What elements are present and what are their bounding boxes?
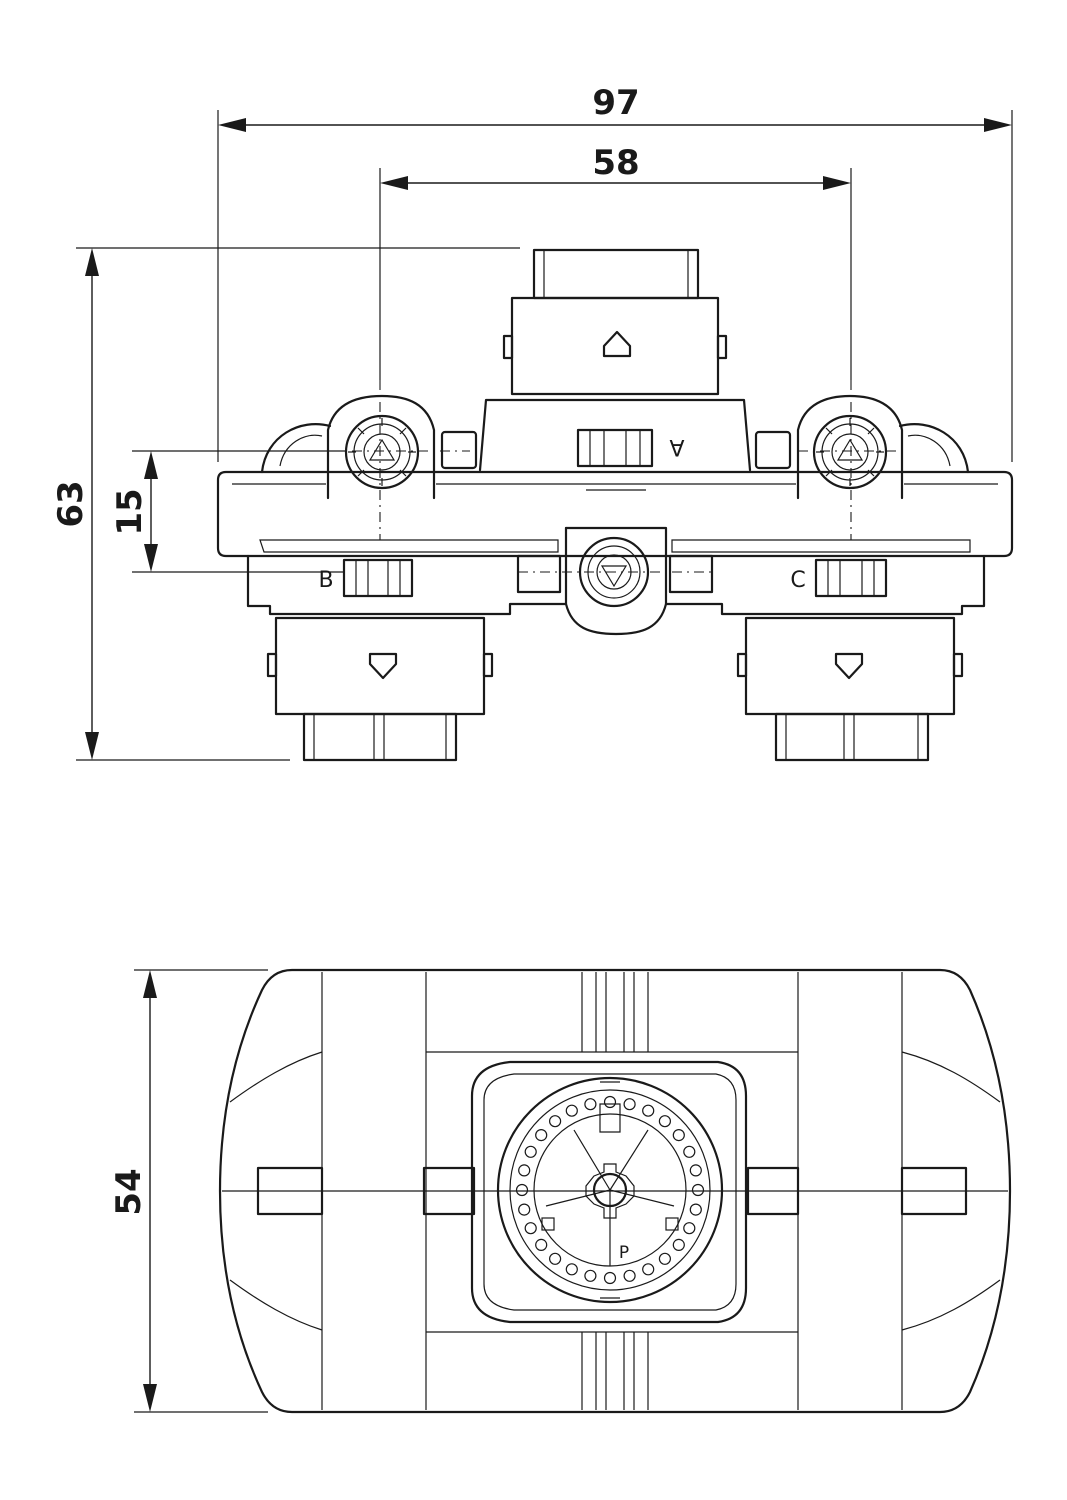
top-view: P xyxy=(218,968,1012,1414)
right-ear xyxy=(898,423,970,474)
dial-hole xyxy=(658,1252,672,1265)
dimension-label-58: 58 xyxy=(592,143,639,183)
dial-hole xyxy=(535,1128,548,1142)
dial-hole xyxy=(524,1222,537,1235)
dial-hole xyxy=(623,1098,636,1111)
right-adjust-knob xyxy=(812,414,888,490)
port-label-p: P xyxy=(619,1243,629,1263)
dial-hole xyxy=(672,1238,685,1252)
dimension-pitch: 58 xyxy=(379,143,852,380)
port-a-slot xyxy=(576,428,654,468)
right-knob-ticks xyxy=(816,418,884,486)
dial-hole xyxy=(689,1164,702,1177)
dial-holes xyxy=(515,1095,705,1285)
dial-hole xyxy=(518,1164,531,1177)
dimension-overall-width: 97 xyxy=(217,83,1013,462)
left-adjust-knob xyxy=(344,414,420,490)
port-b-slot xyxy=(342,558,414,598)
dimension-label-97: 97 xyxy=(592,83,639,123)
dial-hole xyxy=(565,1263,578,1276)
dial-hole xyxy=(672,1128,685,1142)
port-c-slot xyxy=(814,558,888,598)
left-lower-actuator xyxy=(274,616,486,716)
dial-hole xyxy=(603,1095,617,1109)
lower-body xyxy=(246,554,986,636)
port-label-c: C xyxy=(790,568,805,593)
dimension-height: 63 xyxy=(51,247,520,761)
top-view-outline xyxy=(218,968,1012,1414)
dial-hole xyxy=(565,1104,578,1117)
dial-hole xyxy=(689,1203,702,1216)
right-knob-housing xyxy=(796,394,904,500)
arrow-down-marker-icon xyxy=(368,652,398,680)
dimension-label-54: 54 xyxy=(109,1168,149,1215)
dial-hole xyxy=(524,1145,537,1158)
right-lower-actuator xyxy=(744,616,956,716)
center-dial xyxy=(496,1076,724,1304)
dimension-offset: 15 xyxy=(110,450,345,573)
dial-hole xyxy=(515,1183,529,1197)
dimension-label-15: 15 xyxy=(110,488,150,535)
dial-hole xyxy=(683,1222,696,1235)
center-adjust-knob xyxy=(578,536,650,608)
dial-hole xyxy=(642,1263,655,1276)
dial-hole xyxy=(584,1269,597,1282)
main-flange xyxy=(216,470,1014,558)
dial-hole xyxy=(584,1098,597,1111)
dial-hole xyxy=(518,1203,531,1216)
left-knob-ticks xyxy=(348,418,416,486)
bottom-ribs xyxy=(581,1332,649,1410)
central-housing xyxy=(478,398,752,472)
port-label-b: B xyxy=(318,568,333,593)
center-port-housing xyxy=(470,1060,748,1324)
top-actuator-body xyxy=(510,296,720,396)
dial-hole xyxy=(683,1145,696,1158)
dial-hole xyxy=(548,1252,562,1265)
dial-hole xyxy=(658,1115,672,1128)
dial-hole xyxy=(603,1271,617,1285)
triangle-port-icon xyxy=(368,438,396,461)
dial-hole xyxy=(535,1238,548,1252)
dial-hole xyxy=(642,1104,655,1117)
dimension-label-63: 63 xyxy=(51,480,91,527)
dial-hole xyxy=(691,1183,705,1197)
left-ear xyxy=(260,423,332,474)
top-actuator-cap xyxy=(532,248,700,300)
front-view: A xyxy=(216,248,1014,762)
dimension-depth: 54 xyxy=(109,969,268,1413)
port-label-a: A xyxy=(669,434,684,459)
arrow-up-marker-icon xyxy=(602,330,632,358)
square-drive-icon xyxy=(592,1172,628,1208)
dial-hole xyxy=(623,1269,636,1282)
top-ribs xyxy=(581,972,649,1052)
left-knob-housing xyxy=(326,394,436,500)
dial-hole xyxy=(548,1115,562,1128)
